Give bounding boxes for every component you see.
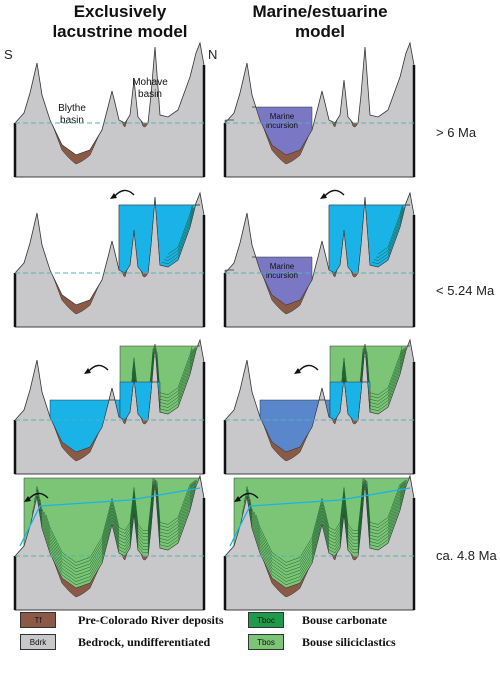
tf-deposit	[331, 119, 338, 128]
bedding-line	[371, 207, 405, 265]
bedding-line	[245, 480, 406, 579]
arrowhead	[24, 496, 31, 502]
arrowhead	[84, 368, 91, 374]
tf-deposit	[121, 119, 128, 128]
legend-label-tboc: Bouse carbonate	[302, 613, 387, 627]
bedding-line	[255, 477, 401, 563]
legend-label-tf: Pre-Colorado River deposits	[78, 613, 224, 627]
tf-deposit	[52, 276, 100, 315]
marine-incursion-label-line1: Marine	[270, 262, 295, 271]
legend-swatch-tf: Tf	[20, 612, 56, 628]
bedding-line	[41, 482, 193, 570]
spillover-arrow	[27, 492, 49, 501]
spillover-arrow	[87, 364, 109, 373]
age-label: ca. 4.8 Ma	[436, 548, 497, 563]
lacustrine-title-line2: lacustrine model	[52, 22, 188, 41]
legend-code-tf: Tf	[34, 616, 42, 625]
age-label: > 6 Ma	[436, 125, 477, 140]
bedding-line	[35, 480, 196, 579]
mohave-basin-label-line2: basin	[138, 89, 162, 100]
lake-water	[119, 381, 161, 421]
cross-section-lacustrine-stage-2	[13, 189, 206, 328]
north-direction-label: N	[208, 47, 218, 62]
legend-code-bdrk: Bdrk	[29, 638, 47, 647]
cross-section-lacustrine-stage-3	[13, 338, 206, 475]
legend-code-tboc: Tboc	[257, 616, 275, 625]
marine-water	[252, 256, 313, 306]
arrowhead	[110, 193, 117, 199]
marine-water	[252, 106, 313, 156]
bedding-line	[377, 206, 403, 255]
legend-swatch-tboc: Tboc	[248, 612, 284, 628]
bedding-line	[163, 208, 194, 261]
water-surface-line	[19, 487, 201, 547]
cross-section-lacustrine-stage-4	[13, 474, 206, 611]
legend-code-tbos: Tbos	[257, 638, 275, 647]
marine-water	[224, 119, 234, 124]
marine-incursion-label-line1: Marine	[270, 112, 295, 121]
bedding-line	[375, 205, 404, 258]
marine-incursion-label-line2: incursion	[266, 271, 298, 280]
age-label: < 5.24 Ma	[436, 283, 495, 298]
south-direction-label: S	[4, 47, 13, 62]
bedding-line	[33, 479, 197, 582]
bedding-line	[165, 205, 194, 258]
bedding-line	[39, 481, 194, 573]
legend-label-tbos: Bouse siliciclastics	[302, 635, 396, 649]
legend-label-bdrk: Bedrock, undifferentiated	[78, 635, 211, 649]
bedding-line	[253, 481, 402, 566]
marine-title-line1: Marine/estuarine	[252, 2, 388, 21]
bedrock	[14, 41, 205, 178]
lake-water	[49, 399, 121, 453]
lake-water	[118, 204, 200, 274]
marine-water	[224, 269, 234, 274]
lake-water	[329, 381, 371, 421]
spillover-arrow	[113, 189, 135, 198]
arrowhead	[320, 193, 327, 199]
cross-section-marine-stage-3	[223, 338, 416, 475]
bedding-line	[251, 482, 403, 570]
lacustrine-model-title: Exclusively lacustrine model	[20, 2, 220, 42]
bedding-line	[43, 481, 192, 566]
bedding-line	[167, 206, 193, 255]
lacustrine-title-line1: Exclusively	[73, 2, 167, 21]
bedding-line	[247, 478, 405, 576]
bedding-line	[31, 480, 198, 586]
legend-swatch-tbos: Tbos	[248, 634, 284, 650]
water-surface-line	[229, 487, 411, 547]
arrowhead	[234, 496, 241, 502]
blythe-basin-label-line2: basin	[60, 115, 84, 126]
bedding-line	[161, 207, 195, 265]
marine-water	[259, 399, 331, 453]
marine-model-title: Marine/estuarine model	[220, 2, 420, 42]
bouse-siliciclastics	[23, 477, 201, 589]
spillover-arrow	[237, 492, 259, 501]
marine-title-line2: model	[294, 22, 346, 41]
bouse-siliciclastics	[233, 477, 411, 589]
spillover-arrow	[297, 364, 319, 373]
bedding-line	[37, 478, 195, 576]
blythe-basin-label-line1: Blythe	[58, 103, 86, 114]
bedding-line	[243, 479, 407, 582]
tf-deposit	[52, 126, 100, 165]
bedding-line	[241, 480, 408, 586]
arrowhead	[294, 368, 301, 374]
spillover-arrow	[323, 189, 345, 198]
bedrock	[224, 41, 415, 178]
bedding-line	[45, 477, 191, 563]
cross-section-marine-stage-4	[223, 474, 416, 611]
bedding-line	[373, 208, 404, 261]
bedding-line	[249, 481, 404, 573]
lake-water	[328, 204, 410, 274]
marine-incursion-label-line2: incursion	[266, 121, 298, 130]
mohave-basin-label-line1: Mohave	[132, 77, 168, 88]
legend-swatch-bdrk: Bdrk	[20, 634, 56, 650]
